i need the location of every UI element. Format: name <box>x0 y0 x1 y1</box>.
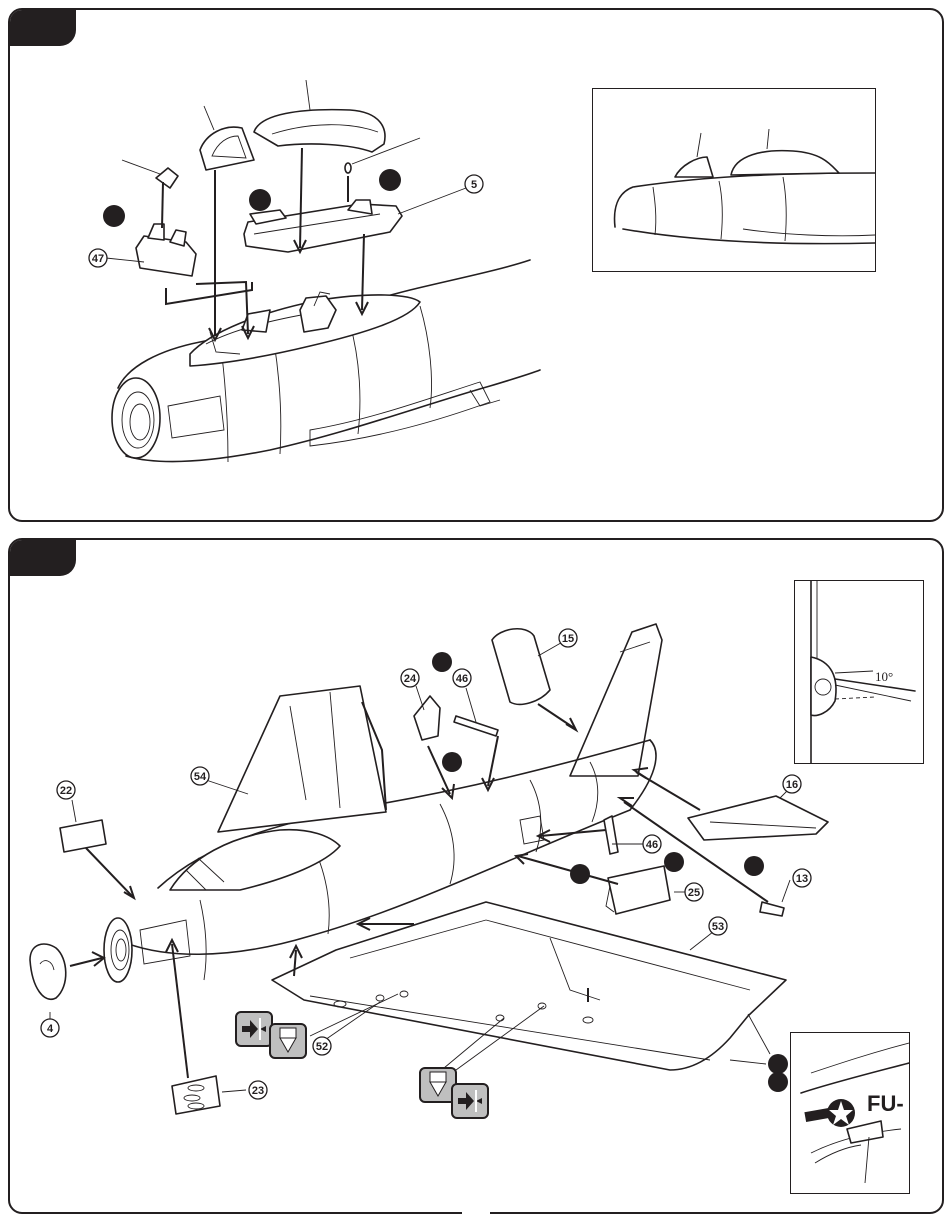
intake <box>112 378 160 458</box>
part-number-53: 53 <box>709 917 727 935</box>
part-number-24: 24 <box>401 669 419 687</box>
svg-text:13: 13 <box>796 873 808 885</box>
part-number-22: 22 <box>57 781 75 799</box>
glue-tube-icon <box>420 1068 456 1102</box>
svg-text:22: 22 <box>60 785 72 797</box>
part-number-52: 52 <box>313 1037 331 1055</box>
left-wing <box>218 686 386 832</box>
part-number-16: 16 <box>783 775 801 793</box>
svg-text:46: 46 <box>646 839 658 851</box>
cement-press-icon <box>452 1084 488 1118</box>
part-24 <box>414 696 440 740</box>
part-number-13: 13 <box>793 869 811 887</box>
cement-press-icon <box>236 1012 272 1046</box>
part-number-46b: 46 <box>643 835 661 853</box>
step-panel-2: 22 54 24 46 15 16 46 25 13 53 4 52 23 <box>8 538 944 1214</box>
part-number-25: 25 <box>685 883 703 901</box>
part-number-47: 47 <box>92 253 104 265</box>
decal-text: FU- <box>867 1091 904 1116</box>
part-number-46: 46 <box>453 669 471 687</box>
callout-dot <box>442 752 462 772</box>
part-number-5: 5 <box>471 179 477 191</box>
glue-tube-icon <box>270 1024 306 1058</box>
seat-part <box>136 236 196 276</box>
part-number-23: 23 <box>249 1081 267 1099</box>
vertical-fin <box>570 624 662 776</box>
svg-text:25: 25 <box>688 887 700 899</box>
callout-dot <box>570 864 590 884</box>
windscreen-part <box>200 127 254 170</box>
svg-text:52: 52 <box>316 1041 328 1053</box>
gunsight-part <box>156 168 178 188</box>
part-46-top <box>454 716 498 736</box>
callout-dot <box>249 189 271 211</box>
part-number-4: 4 <box>41 1019 59 1037</box>
svg-text:46: 46 <box>456 673 468 685</box>
part-15 <box>492 629 550 705</box>
callout-dot <box>664 852 684 872</box>
tail-angle-inset: 10° <box>794 580 924 764</box>
svg-text:16: 16 <box>786 779 798 791</box>
part-46-lower <box>604 816 618 854</box>
tail-angle-drawing: 10° <box>795 581 923 763</box>
panel-part-22 <box>60 820 106 852</box>
decal-drawing: FU- <box>791 1033 909 1193</box>
decal-inset: FU- <box>790 1032 910 1194</box>
nose-intake <box>104 918 132 982</box>
svg-text:4: 4 <box>47 1023 54 1035</box>
part-number-15: 15 <box>559 629 577 647</box>
callout-dot <box>768 1054 788 1074</box>
svg-text:54: 54 <box>194 771 207 783</box>
svg-text:23: 23 <box>252 1085 264 1097</box>
nose-cone-part <box>30 944 66 999</box>
canopy-inset-drawing <box>593 89 875 271</box>
callout-dot <box>744 856 764 876</box>
callout-dot <box>432 652 452 672</box>
part-number-54: 54 <box>191 767 209 785</box>
svg-text:24: 24 <box>404 673 417 685</box>
callout-dot <box>103 205 125 227</box>
part-13 <box>760 902 784 916</box>
angle-label: 10° <box>875 669 893 684</box>
canopy-part <box>254 110 385 152</box>
callout-dot <box>768 1072 788 1092</box>
callout-dot <box>379 169 401 191</box>
svg-text:53: 53 <box>712 921 724 933</box>
canopy-inset <box>592 88 876 272</box>
horizontal-stabilizer <box>688 796 828 840</box>
step-panel-1: 47 5 <box>8 8 944 522</box>
page-binding-notch <box>462 1203 490 1221</box>
part-25 <box>608 866 670 914</box>
svg-text:15: 15 <box>562 633 574 645</box>
